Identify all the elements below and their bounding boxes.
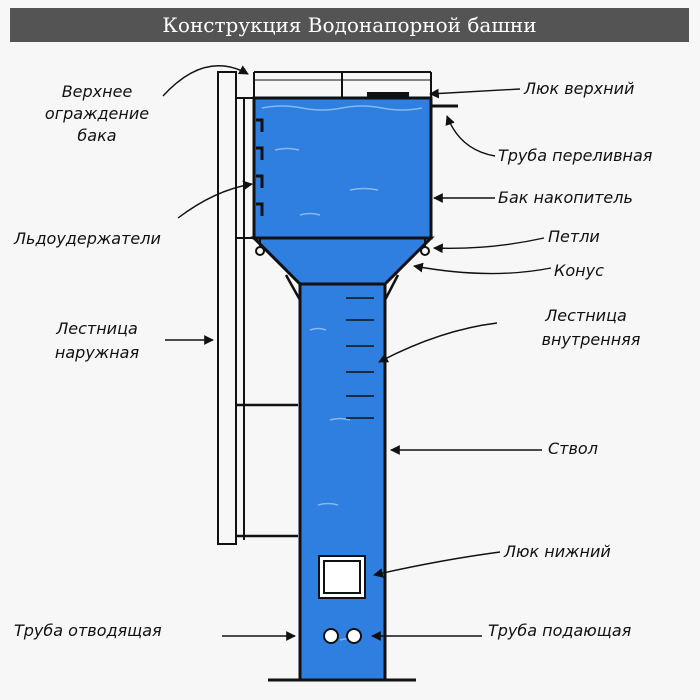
outer-ladder [217, 71, 298, 545]
label-ice-holders: Льдоудержатели [13, 229, 161, 248]
bottom-hatch [318, 555, 366, 599]
label-upper-fence-2: ограждение [45, 104, 149, 123]
label-tank: Бак накопитель [498, 188, 633, 207]
label-outlet-pipe: Труба отводящая [14, 621, 162, 640]
label-upper-fence-3: бака [77, 126, 116, 145]
label-shaft: Ствол [548, 439, 598, 458]
label-outer-ladder-2: наружная [55, 343, 140, 362]
shaft [298, 282, 387, 682]
inner-ladder [346, 297, 374, 419]
labels: Верхнее ограждение бака Льдоудержатели Л… [13, 79, 653, 640]
label-inner-ladder-1: Лестница [544, 306, 627, 325]
label-bottom-hatch: Люк нижний [503, 542, 611, 561]
callout-arrows [162, 65, 552, 641]
label-overflow-pipe: Труба переливная [498, 146, 653, 165]
label-inner-ladder-2: внутренняя [542, 330, 641, 349]
label-supply-pipe: Труба подающая [488, 621, 632, 640]
label-upper-fence-1: Верхнее [62, 82, 133, 101]
tank-water-highlights [261, 105, 423, 216]
label-cone: Конус [554, 261, 604, 280]
loops [255, 238, 430, 256]
top-hatch [367, 92, 409, 98]
cone-supports [284, 274, 400, 301]
cone [250, 236, 435, 286]
ice-holders [256, 118, 264, 216]
storage-tank [252, 96, 433, 240]
label-outer-ladder-1: Лестница [55, 319, 138, 338]
pipe-openings [323, 628, 362, 644]
label-loops: Петли [548, 227, 600, 246]
upper-fence [253, 71, 432, 98]
page-title: Конструкция Водонапорной башни [10, 8, 689, 42]
label-top-hatch: Люк верхний [523, 79, 634, 98]
